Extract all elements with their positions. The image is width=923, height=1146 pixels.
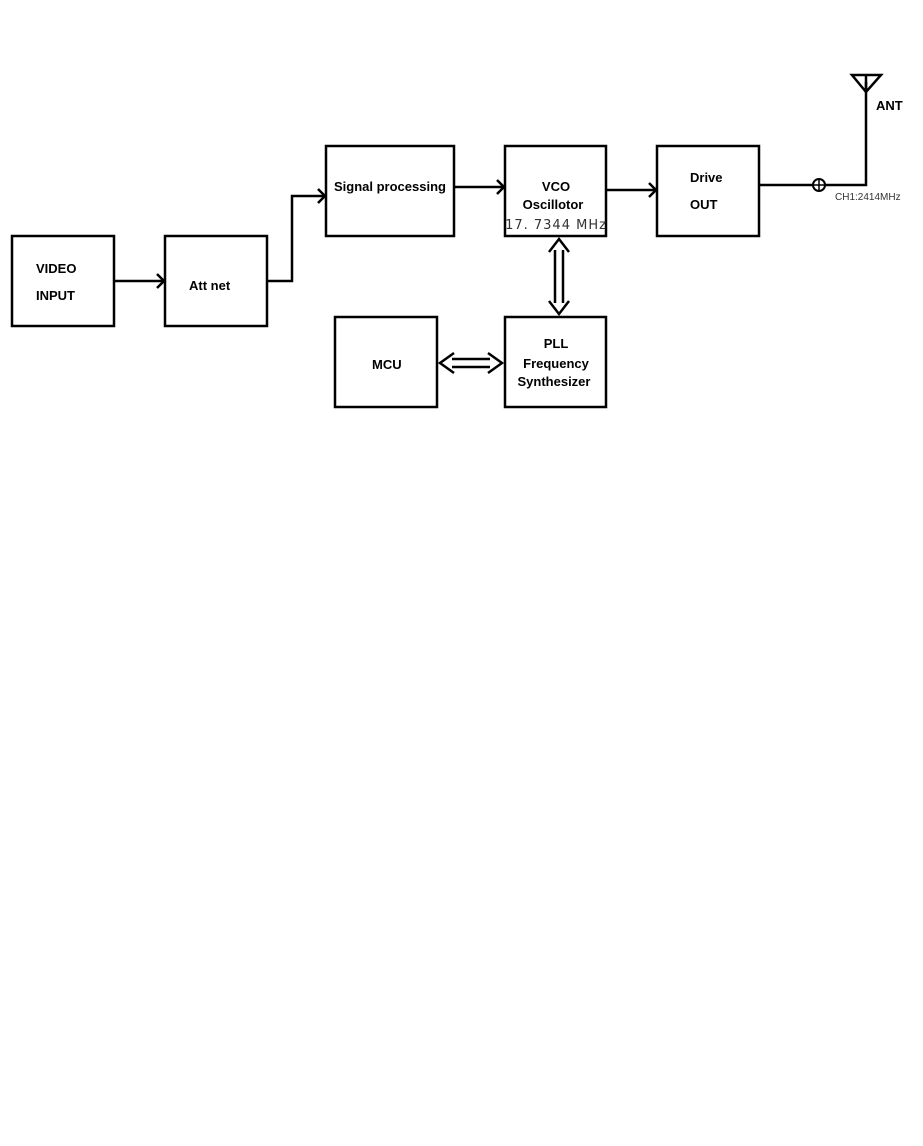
mcu-block: MCU — [333, 315, 439, 409]
channel-frequency: CH1:2414MHz — [835, 192, 901, 203]
mcu-label: MCU — [372, 357, 402, 372]
bidirectional-arrow-vco-pll — [548, 236, 570, 317]
out-label: OUT — [690, 197, 718, 212]
vco-oscillator-block: VCO Oscillotor 17. 7344 MHz — [503, 144, 608, 238]
antenna-label: ANT — [876, 98, 903, 113]
vco-frequency: 17. 7344 MHz — [505, 218, 607, 233]
frequency-label: Frequency — [523, 356, 590, 371]
drive-out-block: Drive OUT — [655, 144, 761, 238]
connector-icon — [812, 178, 826, 192]
video-input-block: VIDEO INPUT — [10, 234, 116, 328]
oscillator-label: Oscillotor — [523, 197, 584, 212]
antenna-icon — [849, 73, 884, 94]
video-input-label-1: VIDEO — [36, 261, 76, 276]
vco-label: VCO — [542, 179, 570, 194]
arrow-signal-to-vco — [454, 179, 506, 195]
arrow-vco-to-drive — [606, 182, 658, 198]
signal-processing-label: Signal processing — [334, 179, 446, 194]
video-input-label-2: INPUT — [36, 288, 75, 303]
arrow-att-to-signal — [267, 188, 327, 283]
att-net-label: Att net — [189, 278, 231, 293]
att-net-block: Att net — [163, 234, 269, 328]
synthesizer-label: Synthesizer — [518, 374, 591, 389]
arrow-video-to-att — [114, 273, 166, 289]
drive-label: Drive — [690, 170, 723, 185]
signal-processing-block: Signal processing — [324, 144, 456, 238]
pll-block: PLL Frequency Synthesizer — [503, 315, 608, 409]
output-line — [759, 82, 868, 187]
bidirectional-arrow-mcu-pll — [437, 351, 505, 375]
pll-label: PLL — [544, 336, 569, 351]
